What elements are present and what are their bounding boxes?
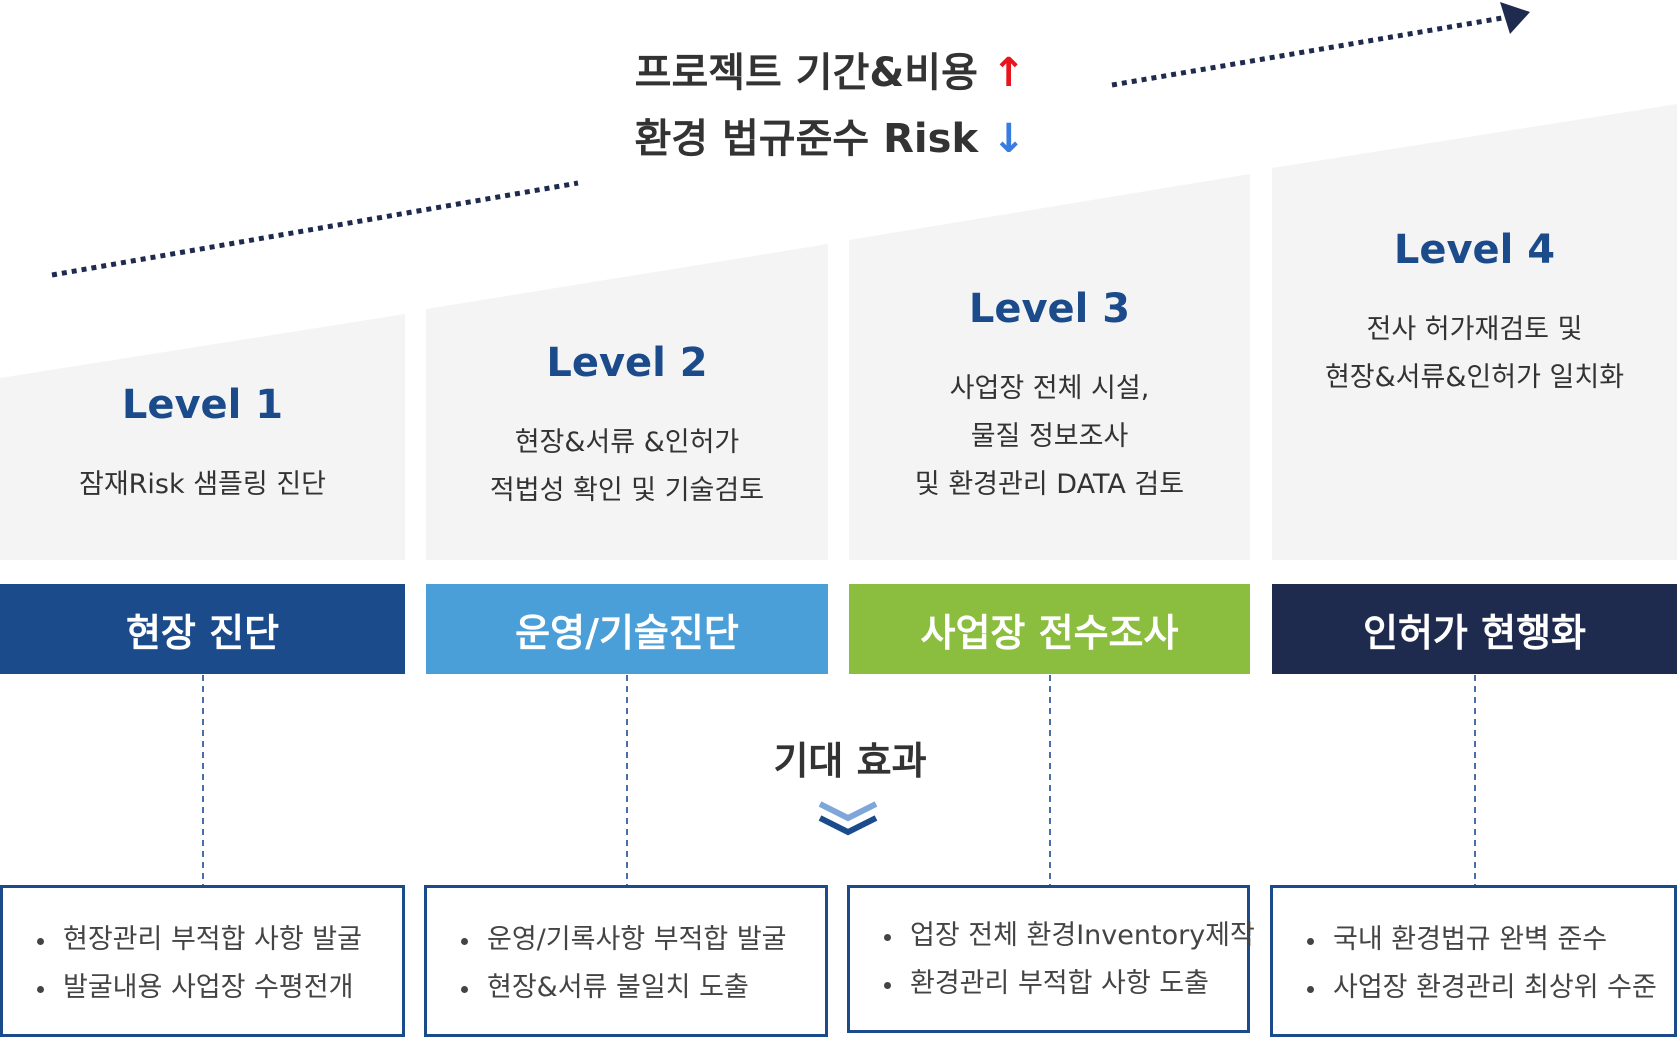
level-4-description: 전사 허가재검토 및 현장&서류&인허가 일치화 — [1272, 306, 1677, 402]
list-item: 현장&서류 불일치 도출 — [459, 964, 825, 1012]
trend-dotted-line-right — [1111, 14, 1509, 88]
list-item: 업장 전체 환경Inventory제작 — [882, 912, 1255, 960]
chevron-down-icon — [818, 801, 878, 822]
header-line-cost: 프로젝트 기간&비용 ↑ — [600, 40, 1060, 98]
level-3-panel — [849, 174, 1250, 560]
banner-label: 현장 진단 — [125, 610, 280, 655]
arrow-up-icon: ↑ — [991, 50, 1026, 96]
level-2-title: Level 2 — [546, 340, 708, 386]
banner-label: 사업장 전수조사 — [920, 610, 1179, 655]
level-3-desc-line: 사업장 전체 시설, — [949, 373, 1150, 404]
banner-label: 인허가 현행화 — [1363, 610, 1586, 655]
header-line-risk: 환경 법규준수 Risk ↓ — [600, 106, 1060, 164]
banner-label: 운영/기술진단 — [515, 610, 739, 655]
level-2-description: 현장&서류 &인허가 적법성 확인 및 기술검토 — [426, 419, 828, 515]
level-3-desc-line: 물질 정보조사 — [970, 421, 1129, 452]
chevron-down-icon-dark — [818, 815, 878, 836]
level-3-description: 사업장 전체 시설, 물질 정보조사 및 환경관리 DATA 검토 — [849, 365, 1250, 509]
effect-box-4: 국내 환경법규 완벽 준수 사업장 환경관리 최상위 수준 — [1270, 885, 1677, 1037]
level-4-desc-line: 현장&서류&인허가 일치화 — [1324, 362, 1625, 393]
level-2-desc-line: 적법성 확인 및 기술검토 — [489, 475, 765, 506]
banner-full-site-survey: 사업장 전수조사 — [849, 584, 1250, 674]
level-4-title: Level 4 — [1393, 227, 1556, 273]
list-item: 환경관리 부적합 사항 도출 — [882, 960, 1247, 1008]
header-risk-text: 환경 법규준수 Risk — [634, 116, 979, 162]
list-item: 현장관리 부적합 사항 발굴 — [35, 916, 402, 964]
level-2-desc-line: 현장&서류 &인허가 — [514, 427, 740, 458]
level-1-desc-line: 잠재Risk 샘플링 진단 — [78, 469, 326, 500]
level-1-title: Level 1 — [121, 382, 284, 428]
banner-site-diagnosis: 현장 진단 — [0, 584, 405, 674]
level-1-panel — [0, 314, 405, 560]
header-cost-text: 프로젝트 기간&비용 — [634, 50, 978, 96]
list-item: 국내 환경법규 완벽 준수 — [1305, 916, 1674, 964]
level-4-panel — [1272, 104, 1677, 560]
trend-dotted-line-left — [51, 180, 579, 278]
expected-effect-title: 기대 효과 — [773, 739, 927, 783]
banner-operation-tech-diagnosis: 운영/기술진단 — [426, 584, 828, 674]
arrow-down-icon: ↓ — [992, 116, 1026, 162]
list-item: 발굴내용 사업장 수평전개 — [35, 964, 402, 1012]
level-3-desc-line: 및 환경관리 DATA 검토 — [914, 469, 1185, 500]
effect-box-1: 현장관리 부적합 사항 발굴 발굴내용 사업장 수평전개 — [0, 885, 405, 1037]
trend-arrow-head-icon — [1500, 2, 1530, 34]
effect-box-2: 운영/기록사항 부적합 발굴 현장&서류 불일치 도출 — [424, 885, 828, 1037]
effect-box-3: 업장 전체 환경Inventory제작 환경관리 부적합 사항 도출 — [847, 885, 1255, 1033]
banner-permit-update: 인허가 현행화 — [1272, 584, 1677, 674]
level-3-title: Level 3 — [968, 286, 1131, 332]
level-4-desc-line: 전사 허가재검토 및 — [1366, 314, 1583, 345]
list-item: 운영/기록사항 부적합 발굴 — [459, 916, 825, 964]
level-1-description: 잠재Risk 샘플링 진단 — [0, 461, 405, 509]
list-item: 사업장 환경관리 최상위 수준 — [1305, 964, 1674, 1012]
level-2-panel — [426, 244, 828, 560]
